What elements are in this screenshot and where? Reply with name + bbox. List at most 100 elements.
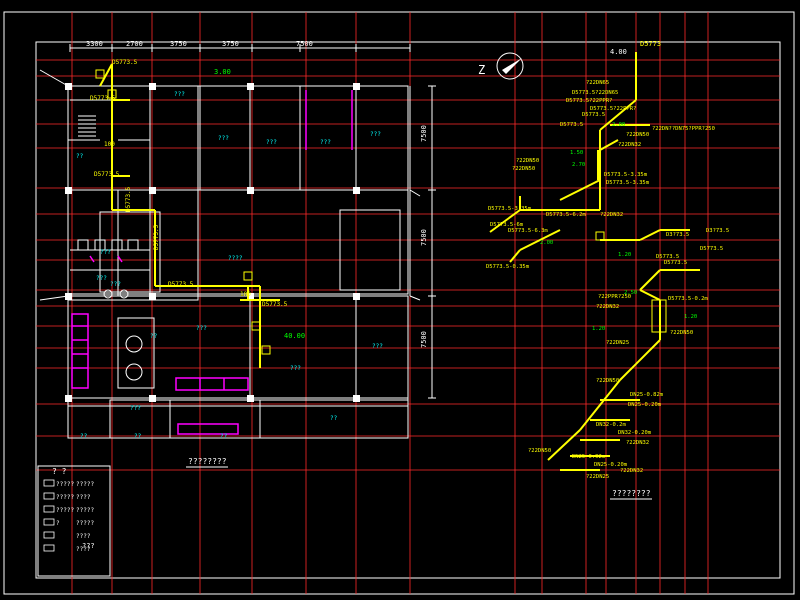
axon-label: D5773.5 bbox=[656, 254, 679, 260]
room-label: ?? bbox=[76, 153, 84, 160]
room-label: ??? bbox=[100, 249, 111, 256]
axon-label: 1.20 bbox=[684, 314, 697, 320]
axon-label: ?22DN25 bbox=[606, 340, 629, 346]
axon-label: D5773.5-6m bbox=[490, 222, 524, 228]
plan-water-pipes bbox=[95, 63, 280, 368]
room-label: ??? bbox=[290, 365, 301, 372]
axon-label: D3?73.5 bbox=[706, 228, 729, 234]
plan-pipe-label: D5773.5 bbox=[90, 95, 116, 102]
dim-top-label: 7500 bbox=[296, 40, 313, 48]
axon-label: DN32-0.20m bbox=[618, 430, 652, 436]
axon-label: ?22DN50 bbox=[528, 448, 551, 454]
axon-label: 2.50 bbox=[624, 290, 637, 296]
legend-text: ???? bbox=[76, 546, 91, 553]
room-labels: ????????????????????????????????????????… bbox=[76, 91, 383, 440]
axon-label: D5773.5?22PPR? bbox=[590, 106, 636, 112]
axon-label: ?22DN50 bbox=[626, 132, 649, 138]
axon-label: D5773.5-3.35m bbox=[488, 206, 532, 212]
plan-pipe-label: D5773.5 bbox=[168, 281, 194, 288]
legend-text: ????? bbox=[76, 520, 94, 527]
legend-text: ???? bbox=[76, 494, 91, 501]
axon-label: D3?73.5 bbox=[666, 232, 689, 238]
legend-text: ???? bbox=[76, 533, 91, 540]
axon-label: D5773.5-6.3m bbox=[508, 228, 548, 234]
svg-text:Z: Z bbox=[478, 63, 485, 77]
room-label: ??? bbox=[266, 139, 277, 146]
legend-symbol-icon bbox=[43, 479, 55, 487]
axon-label: D5773.5-3.35m bbox=[606, 180, 650, 186]
right-dimensions: 7500 7500 7500 bbox=[420, 125, 428, 348]
plan-pipe-label: 100 bbox=[104, 141, 115, 148]
room-label: ??? bbox=[174, 91, 185, 98]
room-label: ??? bbox=[320, 139, 331, 146]
axon-label: DN25-0.20m bbox=[594, 462, 628, 468]
legend-text: ????? bbox=[76, 507, 94, 514]
axon-label: DN25-0.92m bbox=[572, 454, 606, 460]
axonometric-labels: ?22DN65D5773.5?22DN65D5773.5?22PPR?D5773… bbox=[486, 80, 729, 480]
legend-header: ? ? bbox=[52, 467, 67, 476]
axon-top-label: 4.00 bbox=[610, 48, 627, 56]
axon-label: ?22DN32 bbox=[626, 440, 649, 446]
legend-symbol-icon bbox=[43, 531, 55, 539]
legend-symbol-label: ? bbox=[56, 520, 60, 527]
axon-label: ?22DN??DN75?PPR?250 bbox=[652, 126, 715, 132]
dim-top-label: 2700 bbox=[126, 40, 143, 48]
plan-elevation-mid: 40.00 bbox=[284, 332, 305, 340]
axon-label: ?22DN32 bbox=[600, 212, 623, 218]
room-label: ???? bbox=[228, 255, 243, 262]
axon-label: D5773.5-3.35m bbox=[604, 172, 648, 178]
legend-extra: ??? bbox=[82, 542, 95, 550]
legend-symbol-icon bbox=[43, 544, 55, 552]
axonometric-pipe-system bbox=[489, 52, 700, 471]
room-label: ?? bbox=[134, 433, 142, 440]
plan-labels: D5773.5D5773.5D5773.5D5773.5D5773.5D5773… bbox=[90, 59, 288, 308]
axon-label: DN32-0.2m bbox=[596, 422, 626, 428]
dim-right-label: 7500 bbox=[420, 125, 428, 142]
room-label: ??? bbox=[96, 275, 107, 282]
room-label: ?? bbox=[330, 415, 338, 422]
legend-symbol-icon bbox=[43, 505, 55, 513]
axon-label: ?22DN50 bbox=[512, 166, 535, 172]
legend-symbol-label: ????? bbox=[56, 481, 74, 488]
legend-symbol-icon bbox=[43, 518, 55, 526]
axon-label: 2.00 bbox=[612, 122, 625, 128]
room-label: ??? bbox=[370, 131, 381, 138]
plan-pipe-label: D5773.5 bbox=[153, 224, 160, 250]
axis-grid bbox=[36, 12, 780, 594]
dim-top-label: 3750 bbox=[170, 40, 187, 48]
dim-right-label: 7500 bbox=[420, 331, 428, 348]
room-label: ??? bbox=[372, 343, 383, 350]
axon-label: D5773.5-0.35m bbox=[486, 264, 530, 270]
axon-label: ?22DN50 bbox=[516, 158, 539, 164]
room-label: ??? bbox=[218, 135, 229, 142]
plan-pipe-label: D5773.5 bbox=[112, 59, 138, 66]
legend-symbol-icon bbox=[43, 492, 55, 500]
dim-right-label: 7500 bbox=[420, 229, 428, 246]
axon-label: 1.20 bbox=[592, 326, 605, 332]
room-label: ?? bbox=[80, 433, 88, 440]
plan-pipe-label: D5773.5 bbox=[262, 301, 288, 308]
plan-elevation-top: 3.00 bbox=[214, 68, 231, 76]
axon-label: ?22DN25 bbox=[586, 474, 609, 480]
axon-label: ?22DN50 bbox=[596, 378, 619, 384]
room-label: ?? bbox=[220, 433, 228, 440]
plan-pipe-label: 100 bbox=[240, 291, 251, 298]
axon-label: 1.20 bbox=[618, 252, 631, 258]
room-label: ??? bbox=[130, 405, 141, 412]
inner-frame bbox=[35, 41, 781, 579]
axon-label: D5773.5?22PPR? bbox=[566, 98, 612, 104]
axon-label: D5773.5 bbox=[664, 260, 687, 266]
dim-top-label: 3300 bbox=[86, 40, 103, 48]
axon-label: D5773.5 bbox=[560, 122, 583, 128]
axon-label: D5773.5?22DN65 bbox=[572, 90, 618, 96]
room-label: ?? bbox=[150, 333, 158, 340]
axon-label: D5773.5 bbox=[700, 246, 723, 252]
legend-symbol-label: ????? bbox=[56, 494, 74, 501]
axon-label: 2.00 bbox=[540, 240, 553, 246]
axon-label: 2.70 bbox=[572, 162, 585, 168]
axon-label: ?22PPR?250 bbox=[598, 294, 631, 300]
plan-pipe-label: D5773.5 bbox=[125, 186, 132, 212]
room-label: ??? bbox=[110, 281, 121, 288]
outer-frame bbox=[3, 11, 795, 595]
